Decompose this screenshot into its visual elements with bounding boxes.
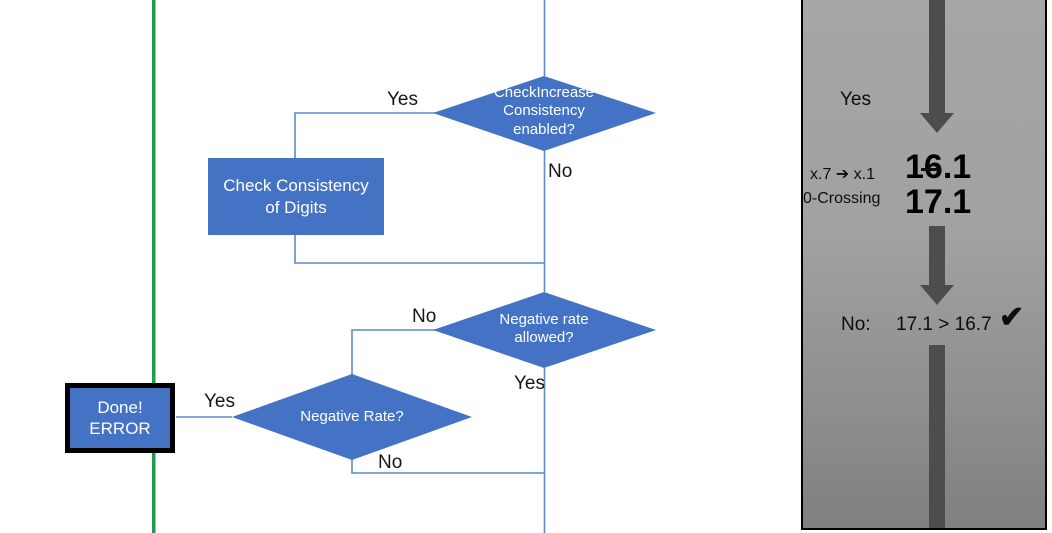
annotation-panel: Yes x.7 ➔ x.1 0-Crossing 16.1 17.1 No: 1… <box>801 0 1047 530</box>
terminal-done-error[interactable]: Done! ERROR <box>65 383 175 453</box>
panel-value-struck: 16.1 <box>905 148 971 187</box>
green-divider-line <box>152 0 156 533</box>
decision-checkincrease-consistency-enabled[interactable] <box>433 76 656 151</box>
edge-label-negrateallowed-yes: Yes <box>514 373 545 394</box>
panel-arrow-shaft-top <box>929 0 945 116</box>
panel-rule-label-rounding: x.7 ➔ x.1 <box>810 166 875 183</box>
panel-check-icon: ✔ <box>999 301 1025 334</box>
panel-outcome-comparison: 17.1 > 16.7 <box>896 314 992 335</box>
decision-negative-rate-allowed[interactable] <box>433 292 656 368</box>
edge-label-negrate-no: No <box>378 452 403 473</box>
connector-negrateallowed-no <box>351 329 440 379</box>
panel-branch-label: Yes <box>840 89 871 110</box>
panel-arrow-shaft-middle <box>929 226 945 286</box>
panel-arrow-head-top <box>920 113 954 133</box>
panel-outcome-label: No: <box>841 314 871 335</box>
panel-rule-label-zero-crossing: 0-Crossing <box>803 190 881 207</box>
edge-label-negrate-yes: Yes <box>204 391 235 412</box>
edge-label-negrateallowed-no: No <box>412 306 437 327</box>
connector-negrate-no <box>351 456 544 474</box>
panel-value-struck-text: 16.1 <box>905 148 972 186</box>
edge-label-checkincrease-yes: Yes <box>387 89 418 110</box>
panel-arrow-head-middle <box>920 285 954 305</box>
panel-arrow-shaft-bottom <box>929 345 945 528</box>
decision-negative-rate[interactable] <box>232 374 472 460</box>
edge-label-checkincrease-no: No <box>548 161 573 182</box>
panel-value-result: 17.1 <box>905 183 972 221</box>
terminal-done-error-label: Done! ERROR <box>89 397 151 438</box>
process-check-consistency-label: Check Consistency of Digits <box>223 176 369 217</box>
process-check-consistency-of-digits[interactable]: Check Consistency of Digits <box>208 158 384 235</box>
